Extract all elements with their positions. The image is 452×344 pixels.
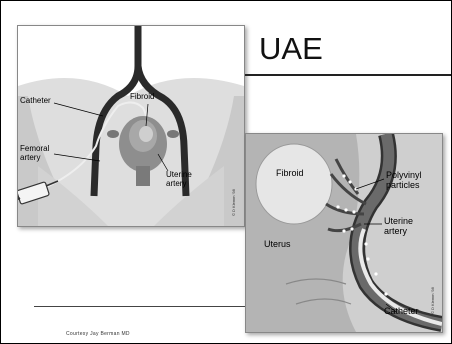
closeup-uterine-artery-label: Uterine artery (384, 216, 428, 236)
uae-anatomy-illustration: Catheter Fibroid Femoral artery Uterine … (17, 25, 245, 227)
closeup-fibroid-label: Fibroid (276, 168, 304, 178)
closeup-artist-signature: © D Klemm '98 (430, 287, 435, 314)
polyvinyl-particles-label: Polyvinyl particles (386, 170, 436, 190)
embolization-closeup-illustration: Fibroid Polyvinyl particles Uterine arte… (245, 133, 443, 333)
slide-title: UAE (259, 31, 323, 67)
footer-rule (34, 306, 245, 307)
anatomy-drawing (18, 26, 244, 226)
uterine-artery-label: Uterine artery (166, 170, 206, 188)
fibroid-label: Fibroid (130, 92, 154, 101)
title-underline (245, 74, 451, 76)
credit-text: Courtesy Jay Berman MD (66, 331, 130, 337)
artist-signature: © D Klemm '98 (231, 189, 236, 216)
closeup-catheter-label: Catheter (384, 306, 419, 316)
catheter-label: Catheter (20, 96, 51, 105)
femoral-artery-label: Femoral artery (20, 144, 60, 162)
uterus-label: Uterus (264, 239, 291, 249)
